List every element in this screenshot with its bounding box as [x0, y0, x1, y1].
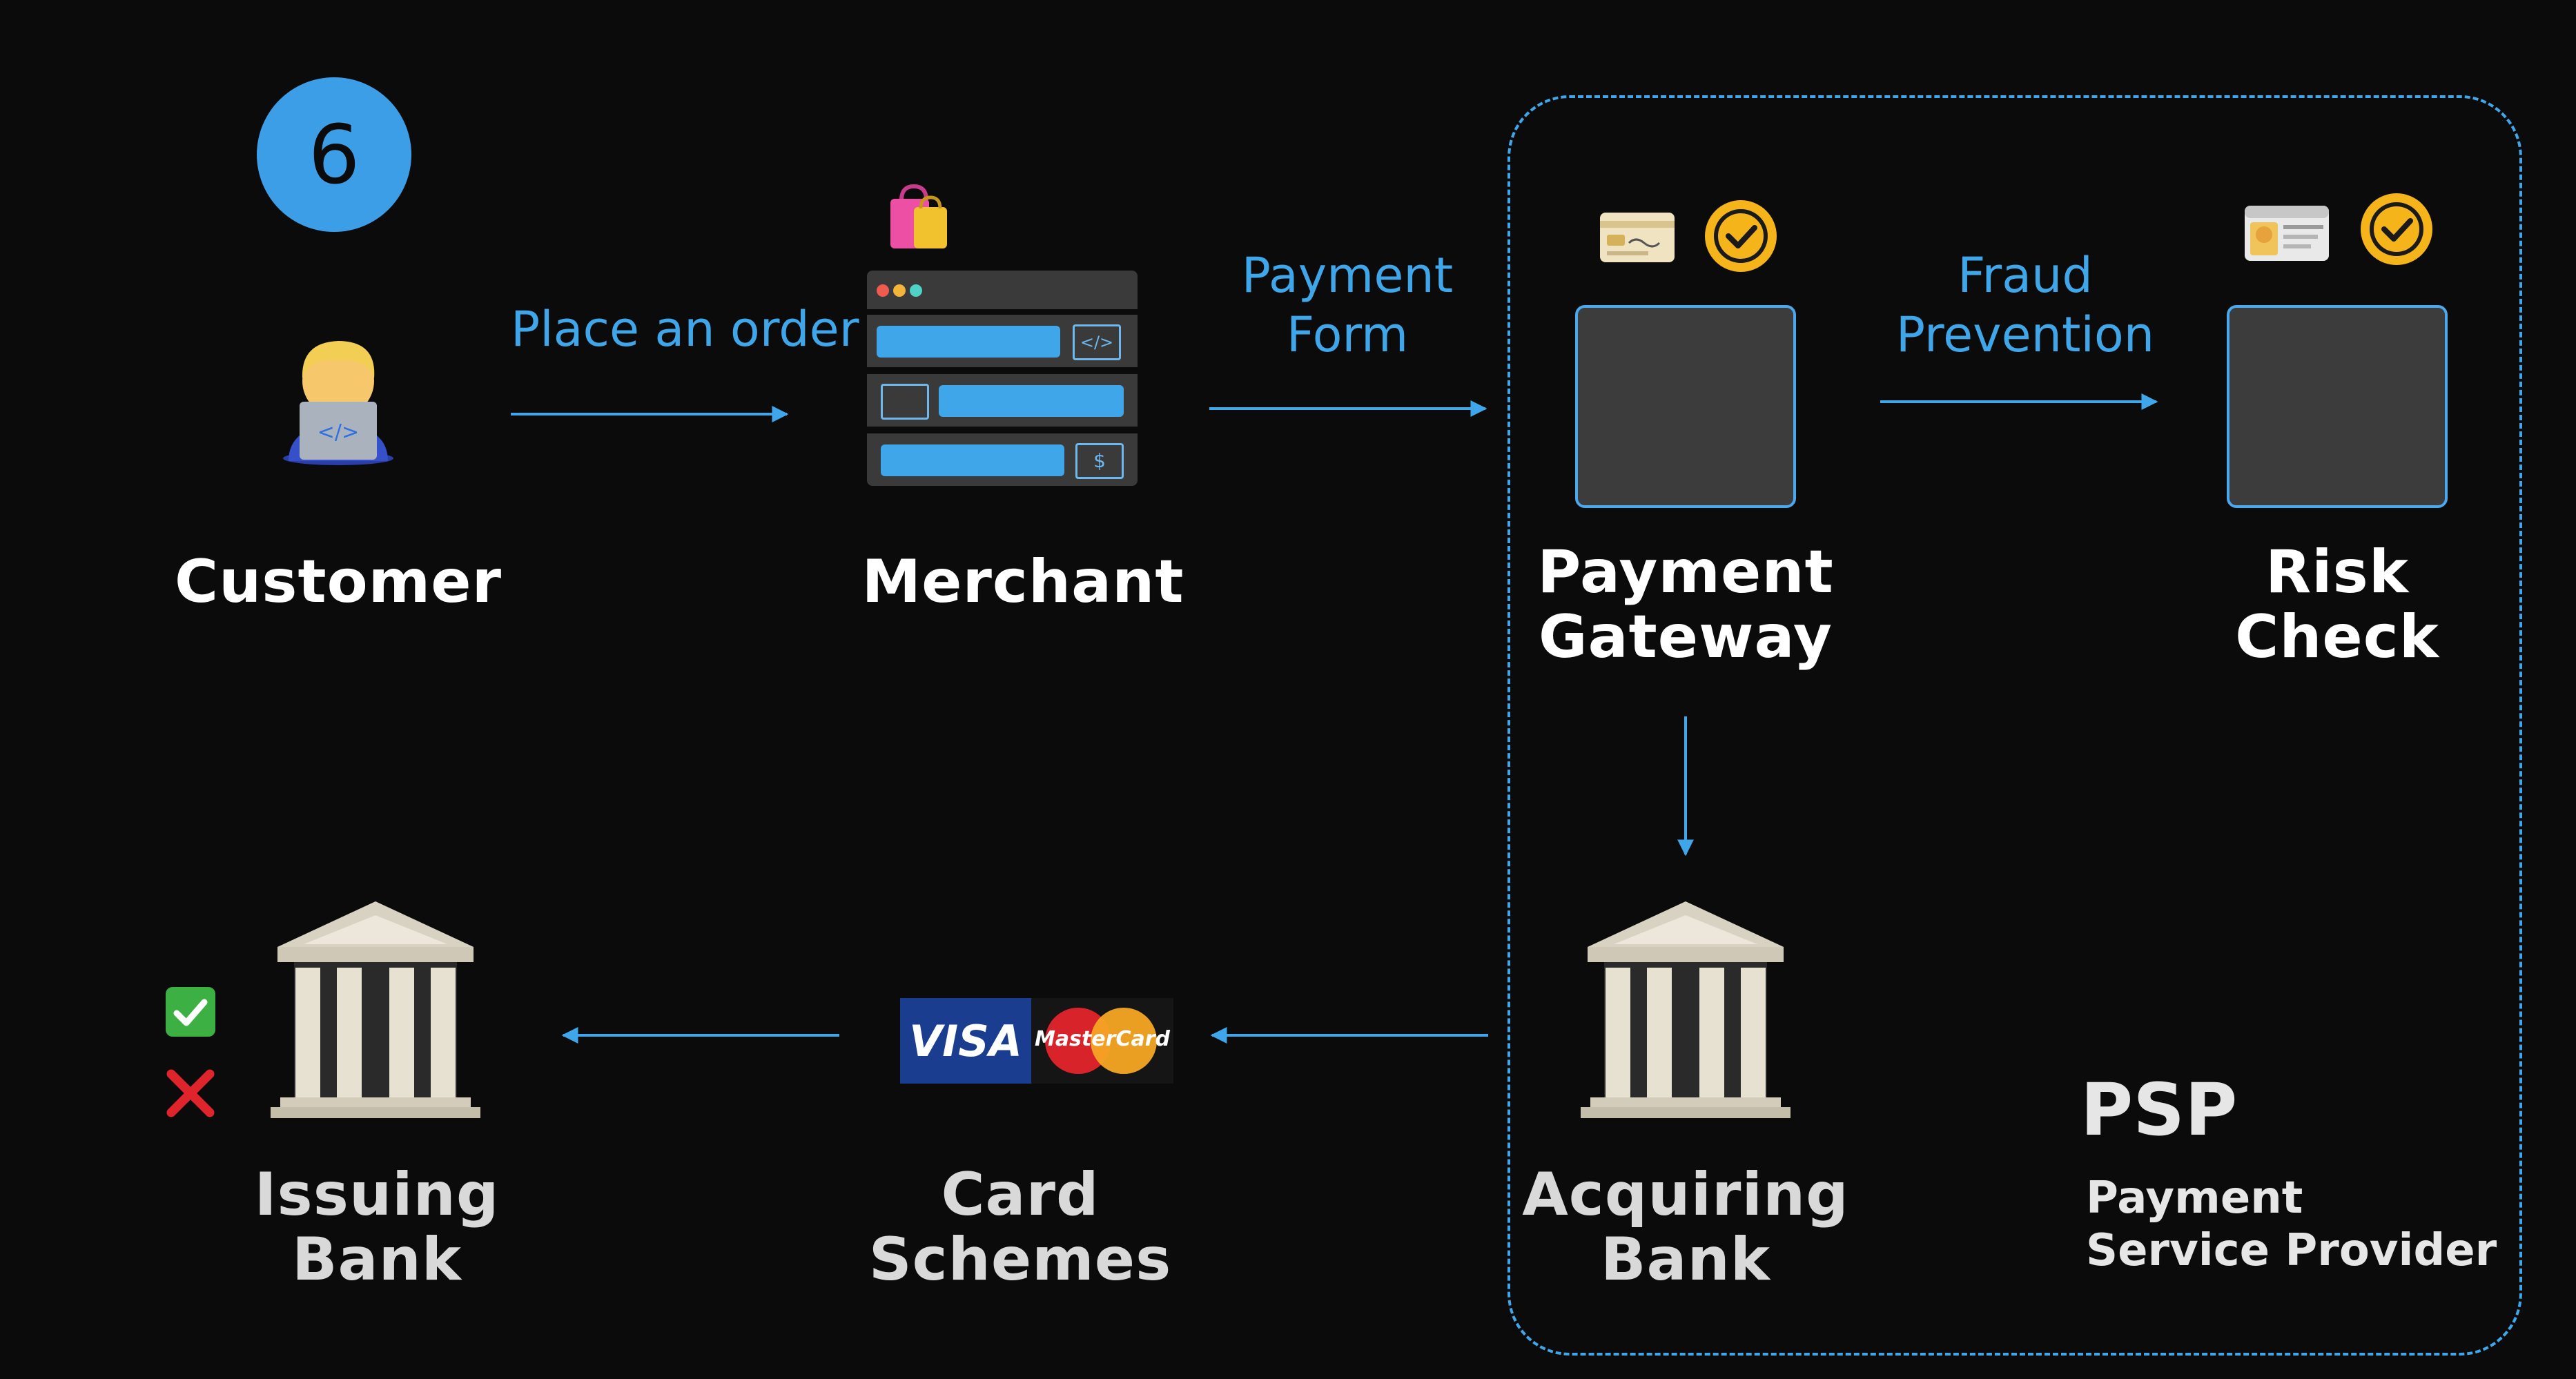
- customer-developer-icon: </>: [283, 341, 393, 465]
- node-label-acquiring-bank: Acquiring Bank: [1522, 1160, 1849, 1294]
- verified-badge-icon-risk: [2361, 193, 2432, 265]
- payment-gateway-box: [1575, 305, 1796, 508]
- code-window-icon: </>: [1073, 324, 1121, 360]
- window-dot-red-icon: [877, 284, 889, 297]
- step-badge: 6: [257, 77, 411, 232]
- credit-card-icon: [1600, 213, 1675, 262]
- edge-label-place-order: Place an order: [511, 301, 859, 358]
- window-dot-green-icon: [910, 284, 922, 297]
- window-dot-yellow-icon: [893, 284, 906, 297]
- psp-full-name: Payment Service Provider: [2086, 1173, 2497, 1276]
- edge-label-fraud-prevention: Fraud Prevention: [1895, 247, 2155, 363]
- merchant-web-icon: </> $: [867, 271, 1138, 489]
- risk-check-box: [2227, 305, 2448, 508]
- dollar-window-icon: $: [1075, 443, 1124, 479]
- node-label-customer: Customer: [174, 547, 502, 616]
- node-label-merchant: Merchant: [861, 547, 1184, 616]
- edge-label-payment-form: Payment Form: [1241, 247, 1454, 363]
- step-number: 6: [308, 107, 360, 202]
- bank-building-icon-acquiring: [1581, 901, 1790, 1118]
- node-label-card-schemes: Card Schemes: [868, 1160, 1172, 1294]
- node-label-issuing-bank: Issuing Bank: [254, 1160, 500, 1294]
- approved-check-icon: [166, 987, 215, 1037]
- node-label-payment-gateway: Payment Gateway: [1537, 538, 1834, 672]
- user-window-icon: [881, 384, 929, 420]
- declined-cross-icon: [166, 1069, 215, 1117]
- svg-text:</>: </>: [318, 420, 359, 444]
- node-label-risk-check: Risk Check: [2235, 538, 2439, 672]
- psp-container: [1507, 95, 2522, 1356]
- id-card-icon: [2245, 206, 2329, 261]
- visa-logo: VISA: [900, 998, 1031, 1084]
- verified-badge-icon: [1705, 200, 1777, 272]
- psp-abbreviation: PSP: [2080, 1068, 2238, 1152]
- bank-building-icon-issuing: [271, 901, 480, 1118]
- shopping-bags-icon: [890, 184, 947, 248]
- mastercard-logo: MasterCard: [1031, 998, 1173, 1084]
